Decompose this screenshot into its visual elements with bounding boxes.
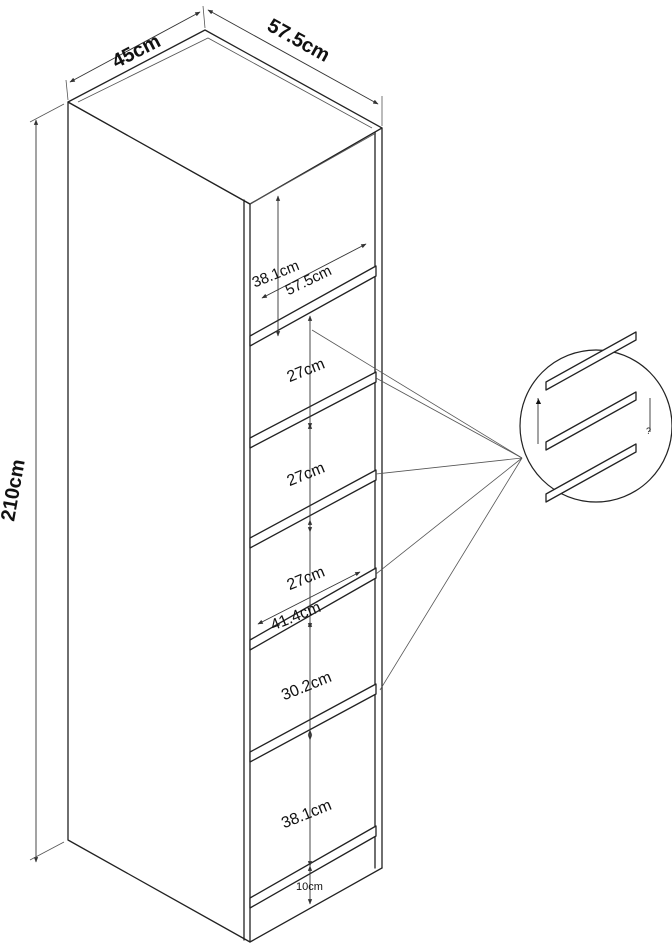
bottom-height-label: 38.1cm [279, 797, 334, 832]
fifth-height-label: 30.2cm [279, 669, 334, 704]
compartment-dimensions [257, 195, 367, 905]
detail-peg-left: ▲ [534, 396, 543, 406]
depth-label: 57.5cm [263, 15, 333, 67]
shelf-6 [249, 825, 377, 909]
detail-magnifier: ▲ ? [519, 331, 672, 503]
height-dimension: 210cm [0, 103, 65, 863]
shelf-2 [249, 371, 377, 449]
height-label: 210cm [0, 458, 30, 523]
side-panel [67, 101, 251, 943]
shelf-5 [249, 683, 377, 763]
detail-peg-right: ? [646, 426, 651, 436]
second-height-label: 27cm [285, 356, 328, 386]
top-underside-edge [249, 132, 377, 205]
detail-callout-lines [311, 329, 523, 691]
detail-shelf-3 [545, 443, 637, 503]
compartment-labels: 38.1cm 57.5cm 27cm 27cm 27cm 41.4cm 30.2… [250, 257, 335, 893]
detail-shelf-2 [545, 391, 637, 451]
base-edge [249, 867, 383, 943]
third-height-label: 27cm [285, 460, 328, 490]
fourth-height-label: 27cm [285, 564, 328, 594]
cabinet-body [67, 29, 383, 943]
plinth-height-label: 10cm [296, 881, 323, 893]
shelf-3 [249, 469, 377, 549]
detail-shelf-1 [545, 331, 637, 391]
